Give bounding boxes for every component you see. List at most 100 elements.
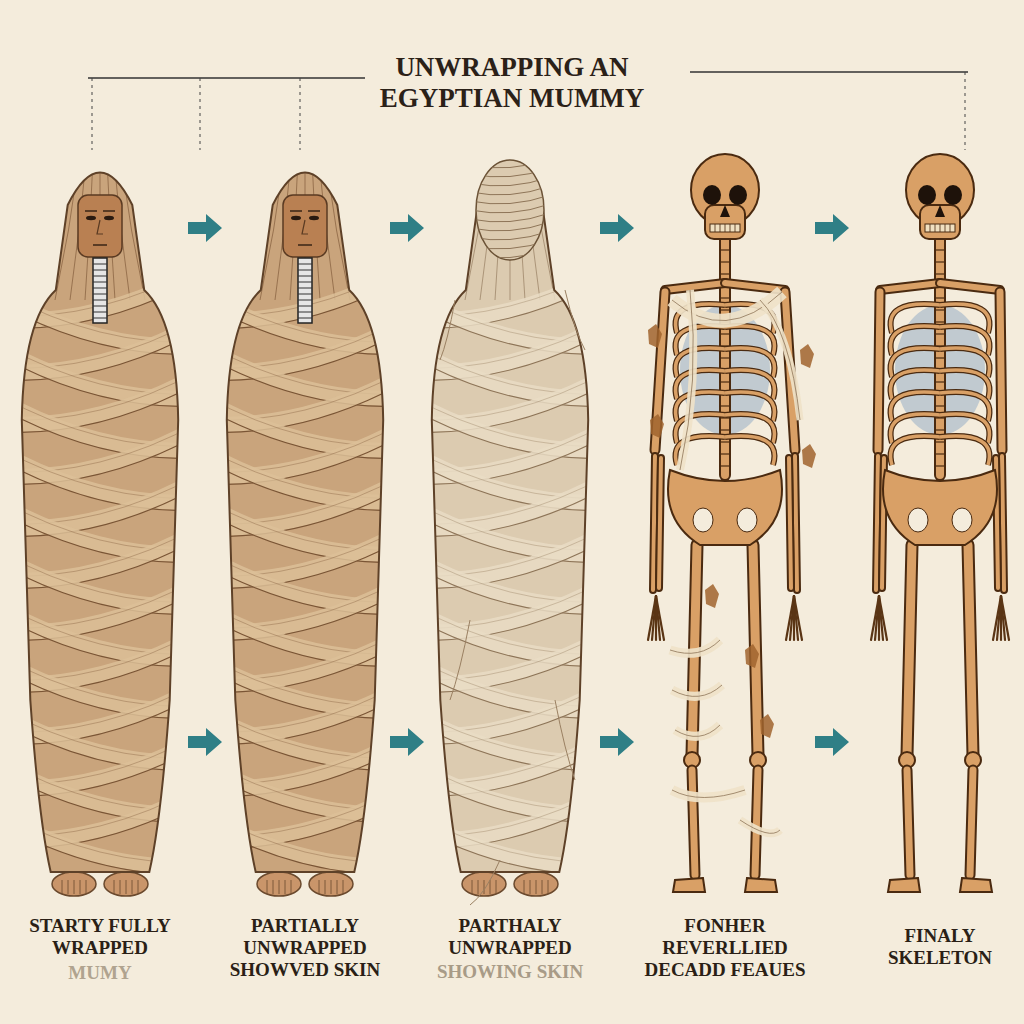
head-band (470, 177, 550, 186)
toe-line (490, 880, 491, 894)
toe-line (114, 880, 115, 894)
strip-edge (675, 725, 720, 736)
head-band (470, 240, 550, 249)
flesh-tatter (760, 714, 774, 738)
linen-bands (410, 160, 610, 874)
bone-shadow (665, 283, 725, 290)
beard-stripe (93, 294, 107, 295)
bone-shadow (934, 240, 946, 475)
bone (907, 770, 910, 875)
vertebra (719, 453, 731, 454)
mummy-outline (432, 173, 588, 873)
bone (880, 283, 940, 290)
beard-piece (298, 258, 312, 323)
step-caption: MUMY (40, 962, 160, 984)
linen-band (0, 790, 200, 840)
vertebra (934, 381, 946, 382)
band-edge (205, 798, 405, 848)
vertebra (719, 333, 731, 334)
beard-stripe (93, 270, 107, 271)
head-band (470, 159, 550, 168)
bone-shadow (719, 240, 731, 475)
vertebra (934, 297, 946, 298)
linen-strip (675, 725, 720, 736)
bone-shadow (659, 458, 661, 588)
vertebra (719, 357, 731, 358)
strip-edge (672, 685, 722, 696)
band-edge (205, 708, 405, 758)
toe-line (285, 880, 286, 894)
vertebra (934, 465, 946, 466)
beard-stripe (93, 300, 107, 301)
head-band (470, 204, 550, 213)
bone (665, 283, 725, 290)
vertebra (934, 429, 946, 430)
vertebra (719, 297, 731, 298)
finger (794, 596, 802, 640)
hood-fold (450, 160, 482, 300)
toe-line (132, 880, 133, 894)
loose-strand (470, 860, 500, 905)
vertebra (934, 405, 946, 406)
head-band (470, 195, 550, 204)
bone-shadow (795, 456, 797, 590)
hood-fold (545, 160, 585, 300)
vertebra (719, 381, 731, 382)
header-tick (92, 78, 93, 150)
face-brow (308, 210, 320, 212)
strip-edge (760, 300, 800, 420)
hood-fold (40, 160, 72, 300)
band-edge (205, 812, 405, 862)
linen-band (0, 816, 200, 866)
toe-line (74, 880, 75, 894)
hood-fold (245, 160, 277, 300)
toe-line (478, 880, 479, 894)
jaw (705, 205, 745, 239)
linen-band (205, 816, 405, 866)
head-band (470, 186, 550, 195)
finger (790, 596, 794, 640)
mummy-outline (22, 173, 178, 873)
bone-shadow (880, 283, 940, 290)
vertebra (934, 249, 946, 250)
beard-piece (93, 258, 107, 323)
linen-strip (672, 685, 722, 696)
bone-shadow (1000, 292, 1002, 450)
toe-line (524, 880, 525, 894)
toe-line (319, 880, 320, 894)
bone (940, 283, 1000, 290)
beard-stripe (298, 294, 312, 295)
linen-band (205, 738, 405, 788)
band-edge (410, 786, 610, 836)
linen-band (410, 270, 610, 320)
rib (725, 436, 774, 465)
mummy-outline (227, 173, 383, 873)
step-arrow (600, 728, 634, 756)
mummy-foot (52, 872, 96, 896)
toe-line (337, 880, 338, 894)
tooth-gap (725, 224, 726, 232)
band-edge (0, 824, 200, 874)
band-edge (205, 760, 405, 810)
toe-line (472, 880, 473, 894)
toe-line (530, 880, 531, 894)
bone-shadow (755, 770, 758, 875)
linen-strip (740, 820, 780, 833)
bone (970, 770, 973, 875)
rib-shadow (891, 436, 940, 465)
beard-stripe (298, 282, 312, 283)
toe-line (536, 880, 537, 894)
mummy-foot (257, 872, 301, 896)
head-band (470, 222, 550, 231)
band-edge (410, 304, 610, 354)
band-edge (0, 746, 200, 796)
bone (907, 545, 912, 755)
band-edge (410, 292, 610, 342)
bone (876, 456, 878, 590)
linen-band (410, 790, 610, 840)
header-rule (690, 71, 968, 72)
loose-strand (450, 620, 470, 700)
linen-bands (205, 160, 405, 874)
wrapped-mummy (0, 160, 200, 896)
step-arrow (188, 214, 222, 242)
